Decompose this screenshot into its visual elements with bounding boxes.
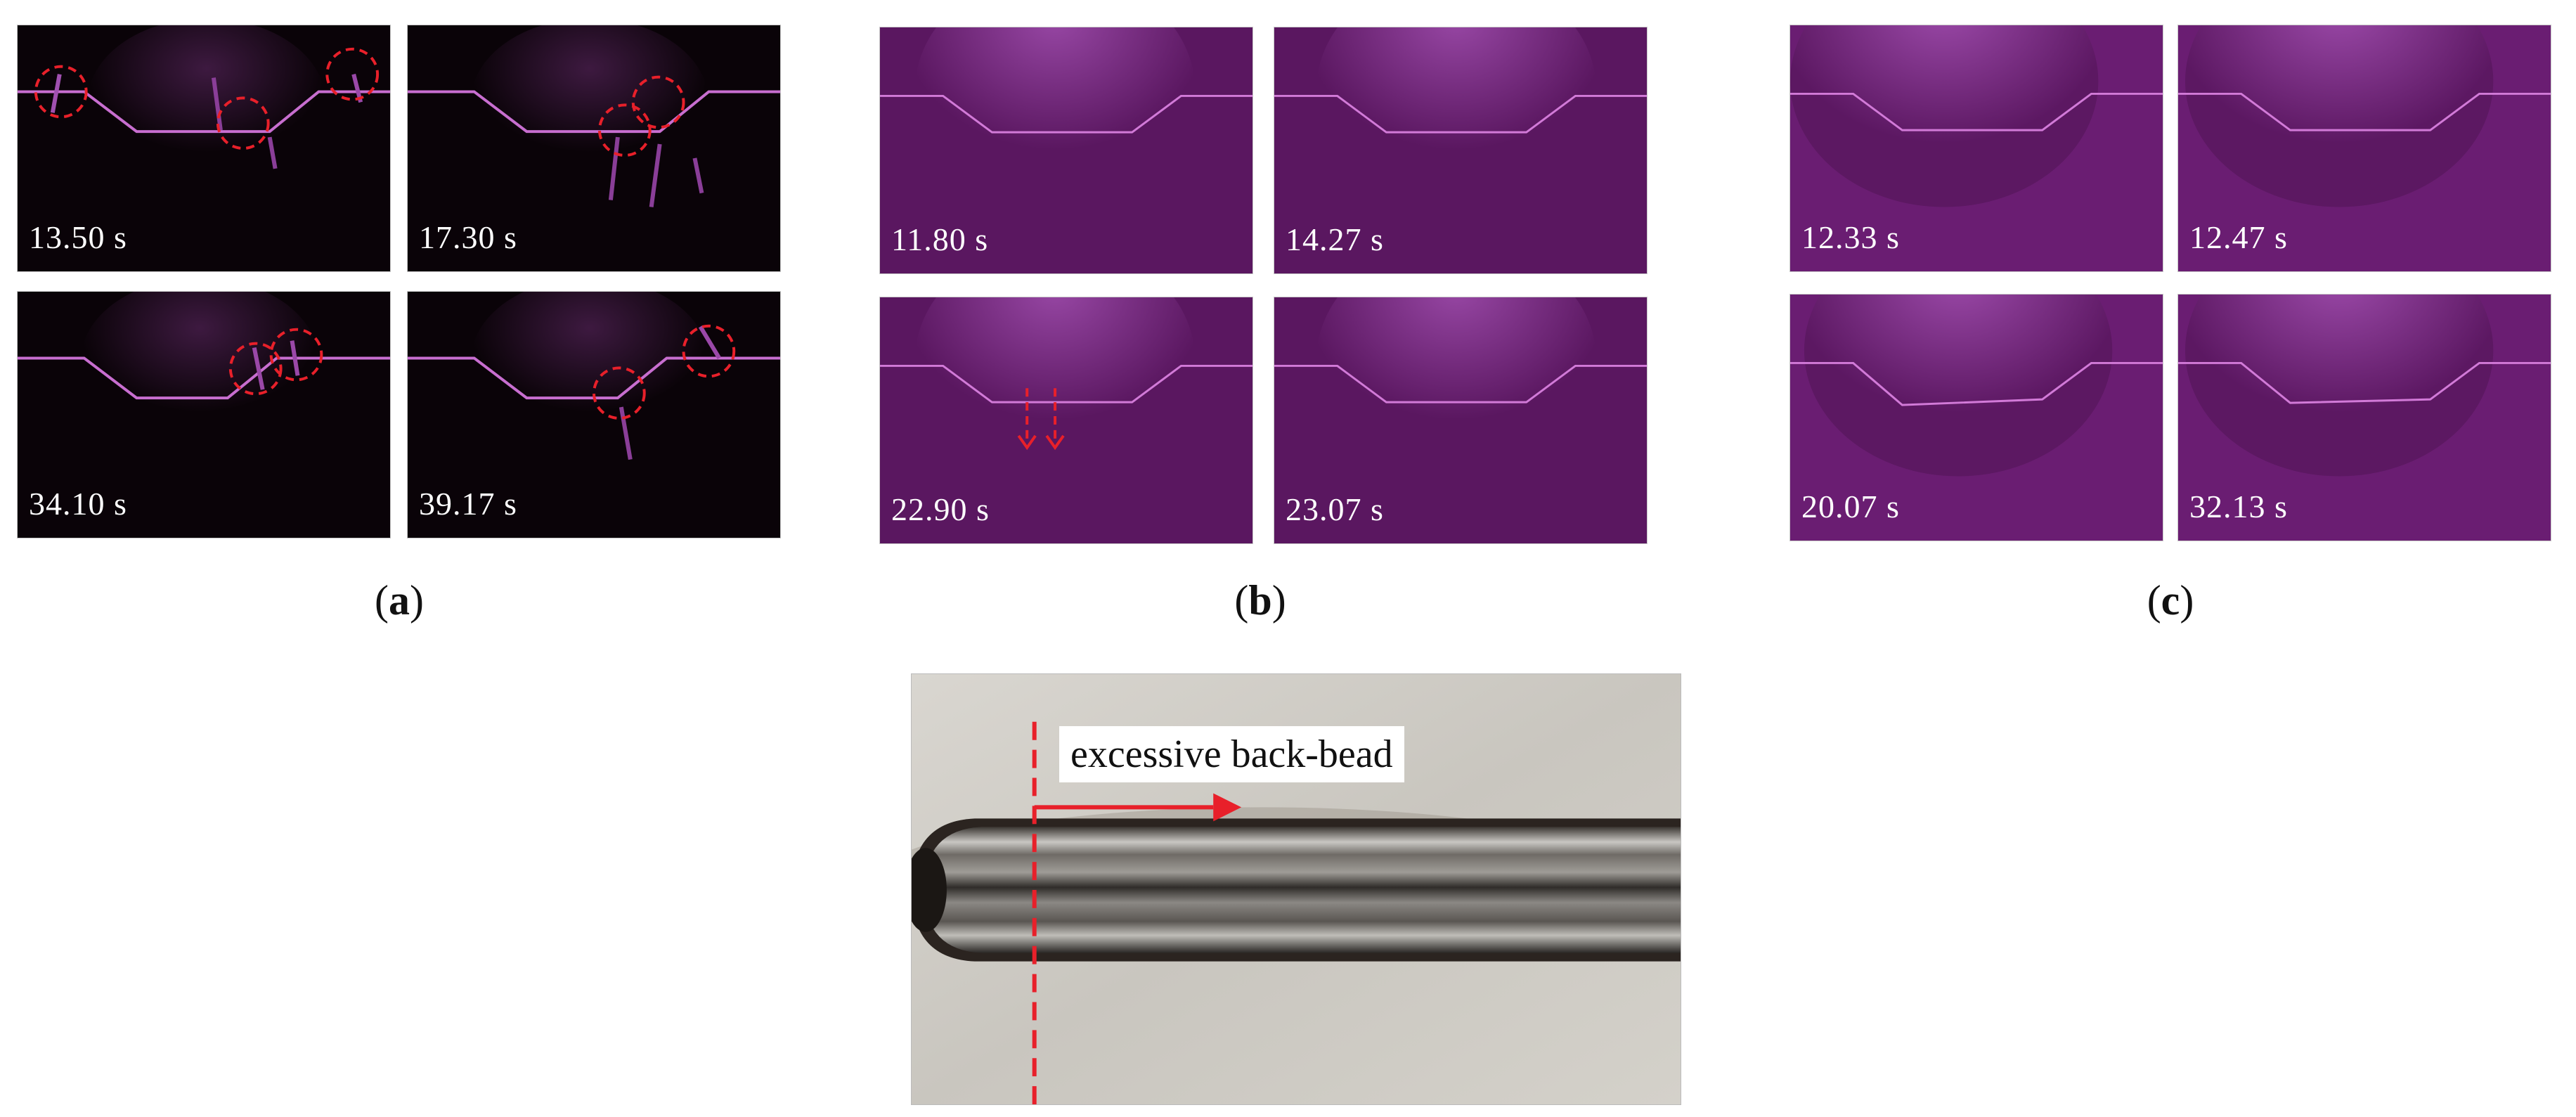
weld-bead-photo: excessive back-bead	[911, 673, 1681, 1105]
timestamp: 39.17 s	[419, 486, 517, 522]
frame-b3-image	[880, 297, 1253, 543]
frame-c4: 32.13 s	[2177, 294, 2551, 541]
frame-b2-image	[1274, 27, 1647, 273]
frame-b1-image	[880, 27, 1253, 273]
frame-a4: 39.17 s	[407, 291, 781, 538]
caption-a: (a)	[375, 577, 424, 624]
frame-c2: 12.47 s	[2177, 25, 2551, 272]
frame-c2-image	[2178, 25, 2551, 271]
frame-c4-image	[2178, 295, 2551, 541]
timestamp: 20.07 s	[1801, 489, 1900, 524]
timestamp: 12.47 s	[2189, 219, 2288, 255]
timestamp: 11.80 s	[891, 221, 989, 257]
frame-b4: 23.07 s	[1274, 297, 1648, 544]
timestamp: 17.30 s	[419, 219, 517, 255]
frame-c1-image	[1790, 25, 2163, 271]
timestamp: 12.33 s	[1801, 219, 1900, 255]
caption-c: (c)	[2147, 577, 2194, 624]
frame-b1: 11.80 s	[879, 27, 1253, 274]
timestamp: 22.90 s	[891, 491, 990, 527]
frame-a1: 13.50 s	[17, 25, 391, 272]
frame-a2-image	[408, 25, 780, 271]
frame-c1: 12.33 s	[1789, 25, 2163, 272]
weld-bead-image	[912, 674, 1681, 1104]
timestamp: 34.10 s	[29, 486, 127, 522]
frame-a3-image	[18, 292, 390, 538]
frame-c3: 20.07 s	[1789, 294, 2163, 541]
frame-b2: 14.27 s	[1274, 27, 1648, 274]
frame-a3: 34.10 s	[17, 291, 391, 538]
timestamp: 14.27 s	[1286, 221, 1384, 257]
frame-b4-image	[1274, 297, 1647, 543]
timestamp: 23.07 s	[1286, 491, 1384, 527]
caption-b: (b)	[1234, 577, 1286, 624]
frame-a4-image	[408, 292, 780, 538]
frame-a1-image	[18, 25, 390, 271]
frame-b3: 22.90 s	[879, 297, 1253, 544]
frame-a2: 17.30 s	[407, 25, 781, 272]
frame-c3-image	[1790, 295, 2163, 541]
back-bead-annotation: excessive back-bead	[1059, 726, 1404, 782]
timestamp: 13.50 s	[29, 219, 127, 255]
timestamp: 32.13 s	[2189, 489, 2288, 524]
